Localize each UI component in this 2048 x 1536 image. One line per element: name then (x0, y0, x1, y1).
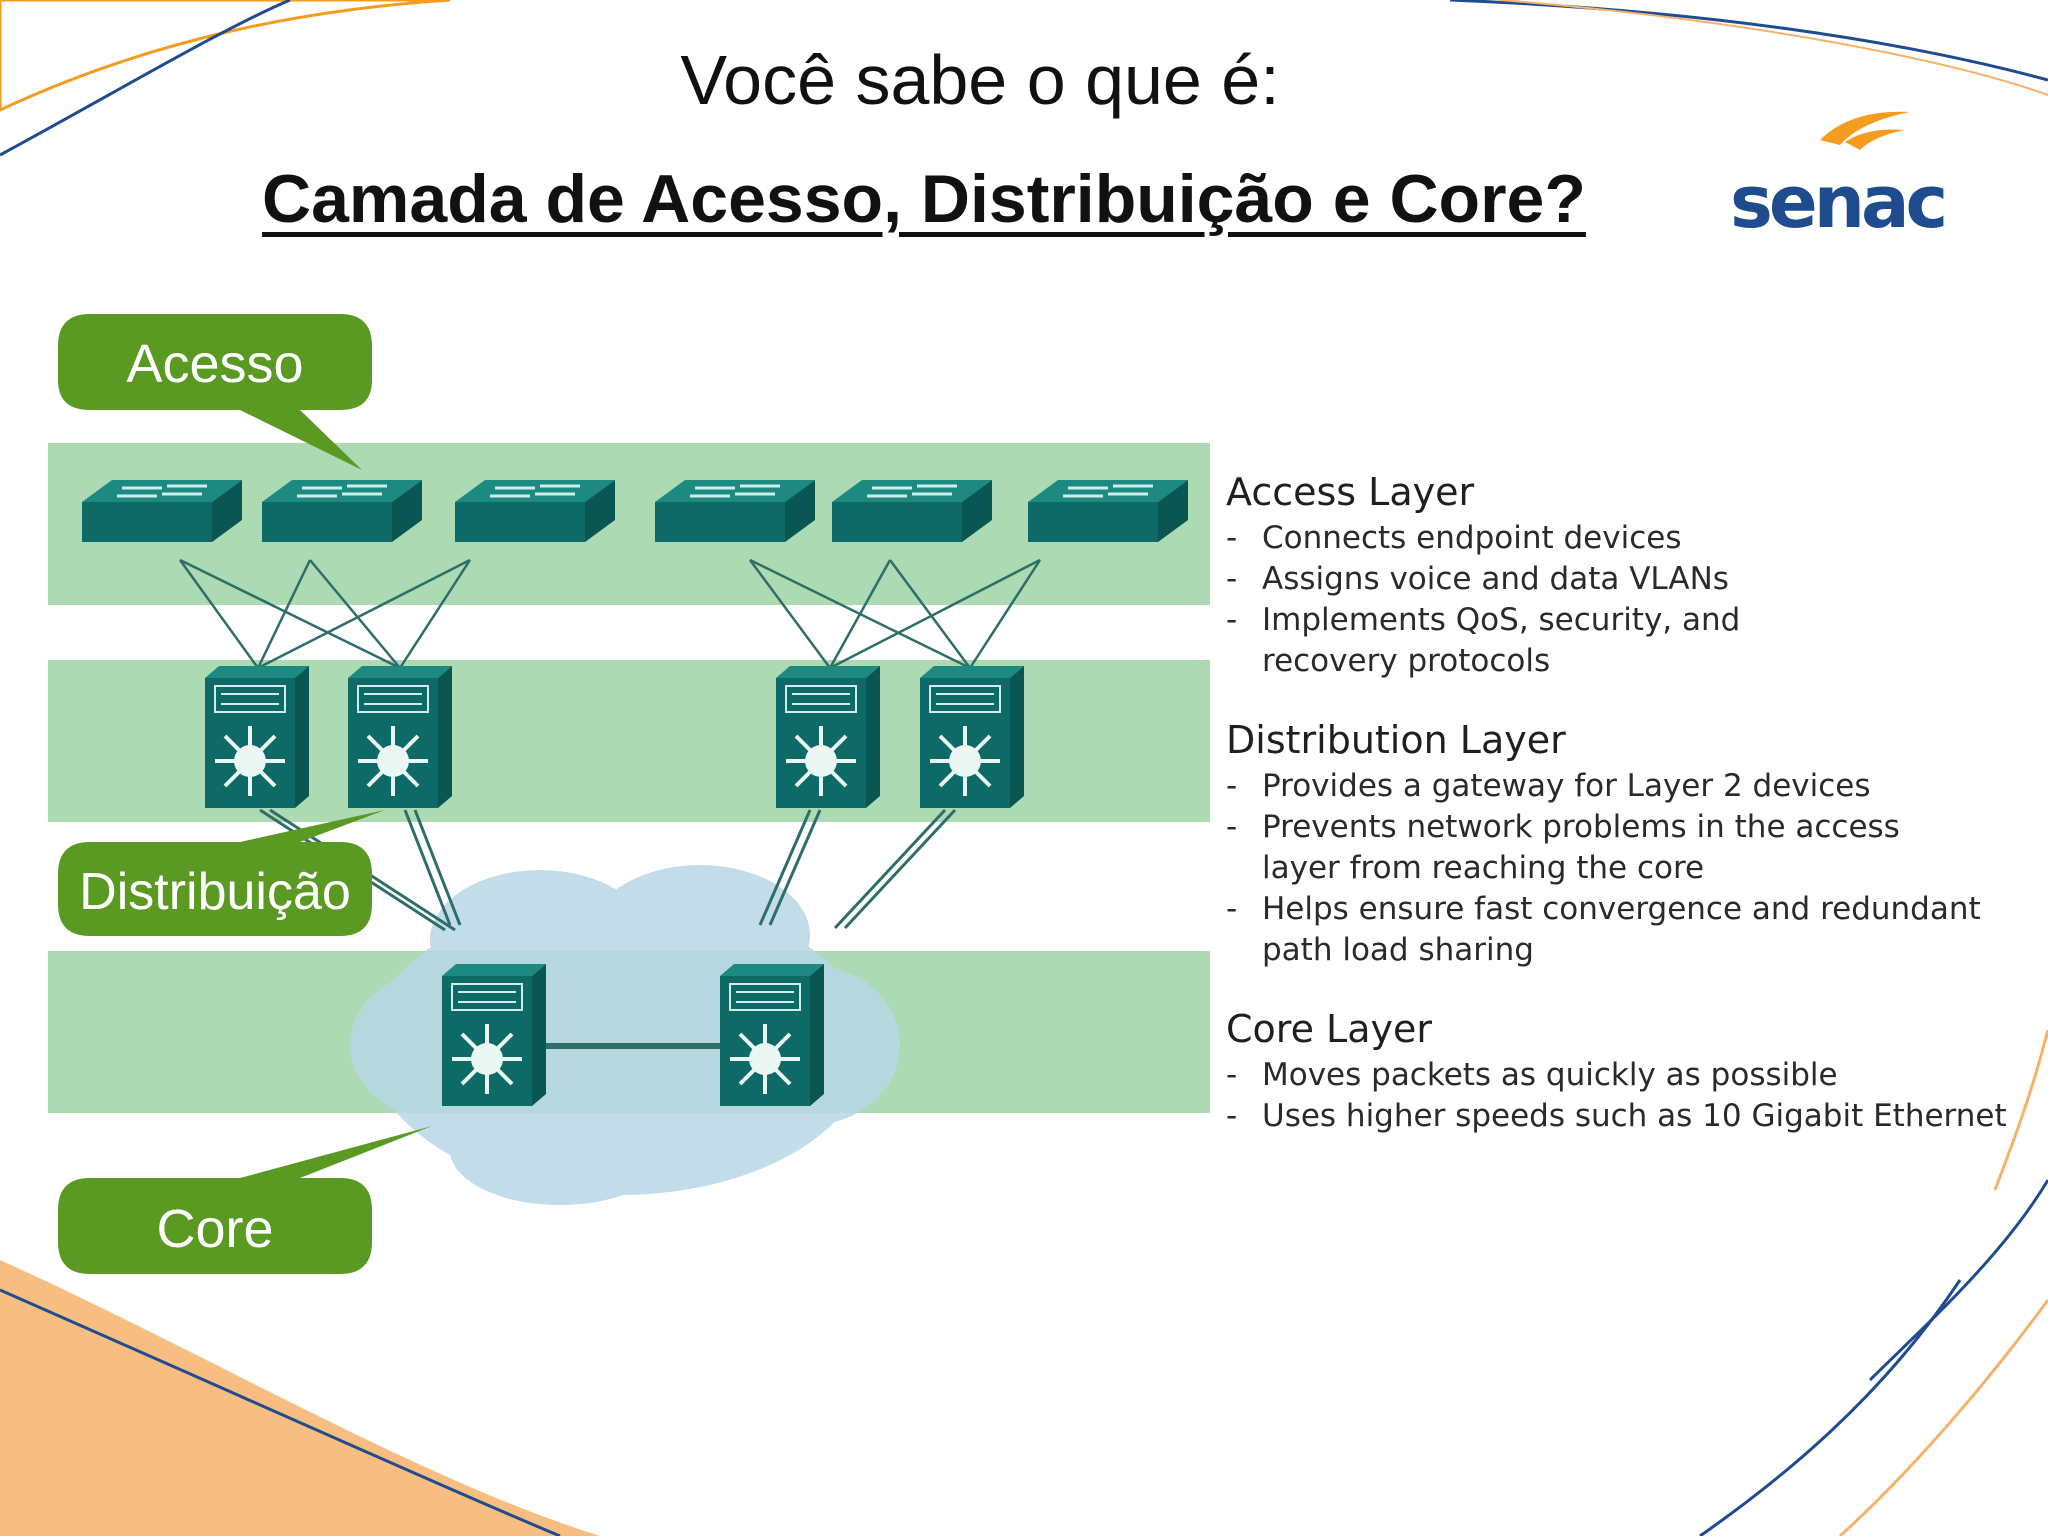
callout-core: Core (58, 1126, 432, 1274)
list-item: -Assigns voice and data VLANs (1226, 561, 1729, 597)
distribution-switch-3 (774, 664, 882, 810)
core-layer-description: Core Layer -Moves packets as quickly as … (1226, 1007, 2046, 1137)
blue-line-top-left (0, 0, 291, 157)
list-item: -Moves packets as quickly as possible (1226, 1057, 1838, 1093)
distribution-switch-4 (918, 664, 1026, 810)
distribution-layer-title: Distribution Layer (1226, 718, 1566, 762)
list-item: -Prevents network problems in the access… (1226, 809, 1900, 886)
page-subtitle: Camada de Acesso, Distribuição e Core? (262, 161, 1586, 237)
core-layer-title: Core Layer (1226, 1007, 1432, 1051)
access-layer-title: Access Layer (1226, 470, 1475, 514)
blue-line-bottom-right (1699, 1279, 1962, 1536)
orange-line-right (1993, 1029, 2048, 1191)
orange-line-top-right (1499, 0, 2048, 96)
blue-line-bottom-left (0, 1288, 561, 1536)
distribution-switch-2 (346, 664, 454, 810)
core-switch-2 (718, 962, 826, 1108)
access-switch-5 (830, 478, 994, 544)
list-item: -Implements QoS, security, and recovery … (1226, 602, 1741, 679)
access-switch-4 (653, 478, 817, 544)
blue-line-right (1868, 1179, 2048, 1382)
access-band (48, 443, 1210, 605)
callout-access-label: Acesso (126, 334, 303, 394)
orange-line-bottom-right (1838, 1299, 2048, 1536)
callout-core-label: Core (156, 1199, 273, 1259)
access-layer-description: Access Layer -Connects endpoint devices … (1226, 470, 2046, 682)
callout-distribution-label: Distribuição (79, 863, 351, 921)
callout-distribution: Distribuição (58, 810, 385, 936)
callout-access: Acesso (58, 314, 372, 470)
access-switch-1 (80, 478, 244, 544)
access-switch-2 (260, 478, 424, 544)
distribution-uplinks (259, 808, 957, 1049)
logo-swoosh (1820, 111, 1910, 150)
distribution-switch-1 (203, 664, 311, 810)
logo-text: senac (1730, 160, 1948, 244)
core-switch-1 (440, 962, 548, 1108)
orange-wave-top (0, 0, 451, 112)
layer-descriptions: Access Layer -Connects endpoint devices … (1226, 470, 2046, 1173)
orange-wave-bottom (0, 1260, 600, 1536)
list-item: -Provides a gateway for Layer 2 devices (1226, 768, 1871, 804)
senac-logo: senac (1730, 100, 1948, 244)
distribution-layer-description: Distribution Layer -Provides a gateway f… (1226, 718, 2046, 971)
list-item: -Helps ensure fast convergence and redun… (1226, 891, 1981, 968)
list-item: -Uses higher speeds such as 10 Gigabit E… (1226, 1098, 2007, 1134)
access-uplinks (178, 558, 1042, 670)
list-item: -Connects endpoint devices (1226, 520, 1682, 556)
access-switch-3 (453, 478, 617, 544)
access-switch-6 (1026, 478, 1190, 544)
page-title: Você sabe o que é: (680, 41, 1280, 119)
